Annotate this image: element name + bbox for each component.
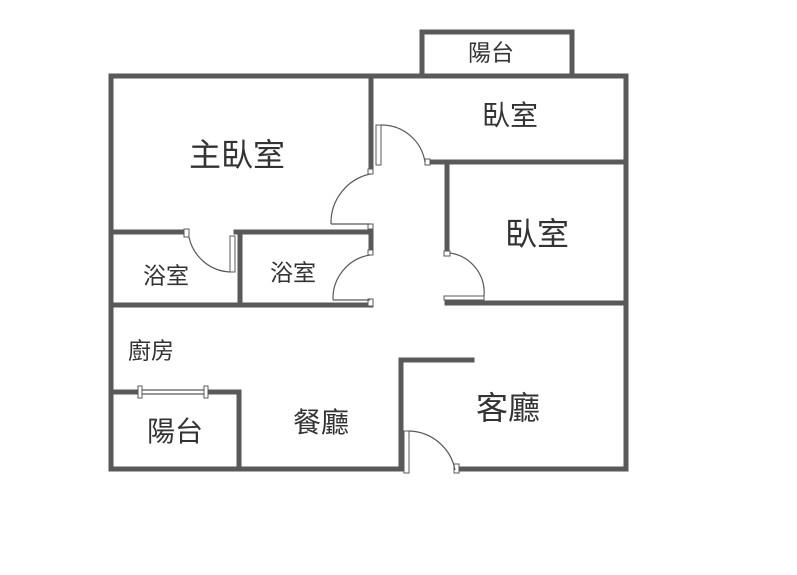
door-entrance[interactable]	[403, 430, 460, 474]
label-dining-room: 餐廳	[293, 406, 349, 439]
label-master-bedroom: 主臥室	[189, 136, 285, 174]
label-living-room: 客廳	[476, 389, 540, 427]
outer-walls	[108, 73, 629, 472]
label-bathroom-left: 浴室	[143, 264, 189, 290]
door-master-bedroom[interactable]	[330, 168, 374, 230]
interior-walls	[108, 73, 629, 472]
label-bedroom-mid: 臥室	[505, 215, 569, 253]
label-balcony-bottom: 陽台	[147, 415, 203, 448]
balcony-top-walls	[419, 29, 575, 79]
label-balcony-top: 陽台	[468, 41, 514, 67]
door-bedroom-top[interactable]	[375, 124, 431, 166]
label-kitchen: 廚房	[128, 339, 174, 365]
balcony-sliding-opening	[137, 385, 209, 399]
label-bedroom-top: 臥室	[482, 99, 538, 132]
door-bathroom-right[interactable]	[332, 249, 374, 307]
label-bathroom-right: 浴室	[270, 261, 316, 287]
door-bathroom-left[interactable]	[183, 228, 236, 273]
door-bedroom-mid[interactable]	[443, 250, 485, 301]
